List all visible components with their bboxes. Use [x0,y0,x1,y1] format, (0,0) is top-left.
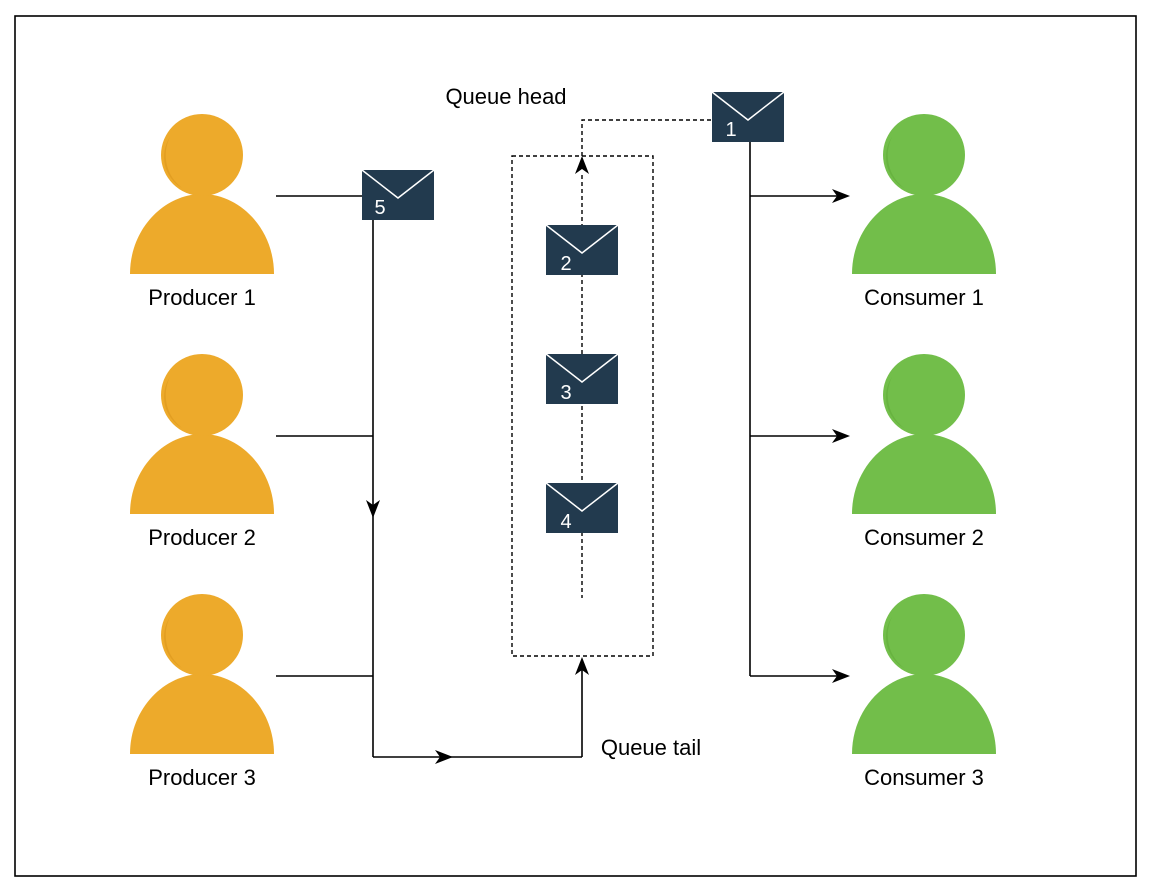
message-2-number: 2 [560,253,571,275]
consumer-2-label: Consumer 2 [864,525,984,550]
envelope-icon [545,482,619,533]
dequeue-line [581,119,712,156]
consumer-2: Consumer 2 [852,354,996,550]
arrowhead-icon [832,429,850,443]
producer-2-label: Producer 2 [148,525,256,550]
message-3-number: 3 [560,382,571,404]
message-5: 5 [361,169,435,220]
arrowhead-icon [832,189,850,203]
person-icon [130,594,274,754]
person-icon [852,354,996,514]
person-icon [852,594,996,754]
queue-tail-label: Queue tail [601,735,701,760]
message-5-number: 5 [374,197,385,219]
person-icon [852,114,996,274]
envelope-icon [361,169,435,220]
producer-1: Producer 1 [130,114,274,310]
message-3: 3 [545,353,619,404]
producer-1-label: Producer 1 [148,285,256,310]
message-1-number: 1 [725,119,736,141]
message-4-number: 4 [560,511,571,533]
consumer-1: Consumer 1 [852,114,996,310]
arrowhead-icon [575,156,589,174]
message-2: 2 [545,224,619,275]
producer-connectors [276,195,589,764]
arrowhead-icon [832,669,850,683]
message-4: 4 [545,482,619,533]
message-1: 1 [711,91,785,142]
producer-3-label: Producer 3 [148,765,256,790]
person-icon [130,354,274,514]
arrowhead-icon [366,500,380,518]
consumer-connectors [749,140,850,683]
consumer-1-label: Consumer 1 [864,285,984,310]
arrowhead-icon [435,750,453,764]
envelope-icon [545,353,619,404]
envelope-icon [711,91,785,142]
person-icon [130,114,274,274]
consumer-3-label: Consumer 3 [864,765,984,790]
consumer-3: Consumer 3 [852,594,996,790]
producer-3: Producer 3 [130,594,274,790]
envelope-icon [545,224,619,275]
producer-2: Producer 2 [130,354,274,550]
queue-head-label: Queue head [445,84,566,109]
arrowhead-icon [575,657,589,675]
